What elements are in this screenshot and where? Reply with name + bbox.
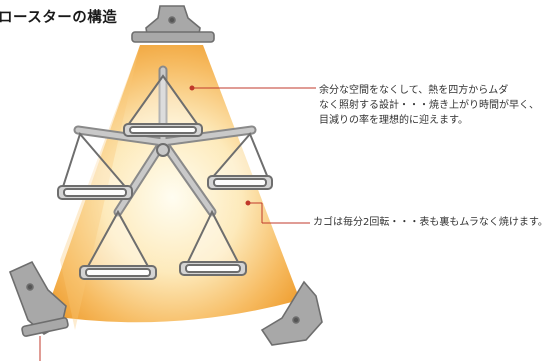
callout-heat-design: 余分な空間をなくして、熱を四方からムダ なく照射する設計・・・焼き上がり時間が早… (319, 83, 539, 128)
basket-bottom-left (79, 209, 157, 280)
bottom-left-heater-lamp (8, 260, 69, 337)
callout-line: なく照射する設計・・・焼き上がり時間が早く、 (319, 100, 539, 111)
leader-lines (39, 85, 316, 361)
top-heater-lamp (131, 5, 215, 43)
rotating-basket-assembly (57, 65, 273, 280)
callout-line: 余分な空間をなくして、熱を四方からムダ (319, 85, 509, 96)
basket-bottom-right (179, 209, 247, 276)
callout-basket-rotation: カゴは毎分2回転・・・表も裏もムラなく焼けます。 (313, 215, 548, 230)
basket-left (57, 131, 133, 200)
diagram-title: ロースターの構造 (0, 10, 118, 26)
callout-line: カゴは毎分2回転・・・表も裏もムラなく焼けます。 (313, 217, 548, 228)
callout-line: 目減りの率を理想的に迎えます。 (319, 115, 468, 126)
basket-right (207, 132, 273, 190)
basket-top (123, 74, 203, 137)
bottom-right-heater-lamp (260, 280, 323, 346)
